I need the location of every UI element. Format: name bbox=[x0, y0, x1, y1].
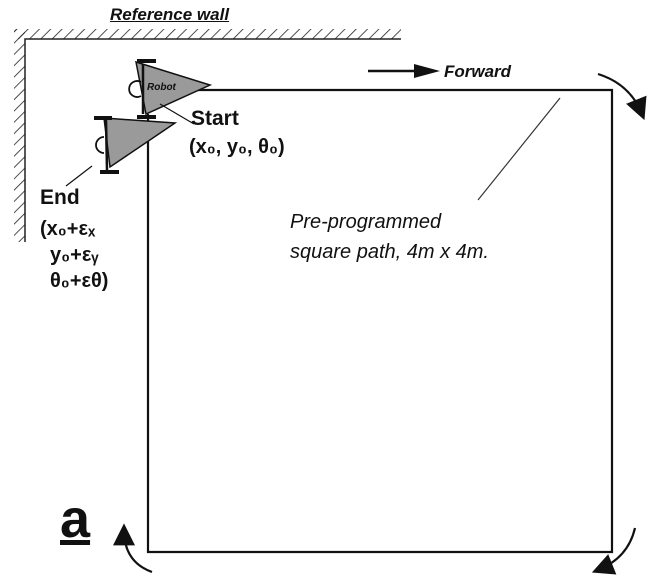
robot-end bbox=[94, 116, 178, 174]
panel-letter: a bbox=[60, 489, 91, 549]
turn-arrow-bottom-left bbox=[113, 523, 153, 574]
path-leader-line bbox=[477, 97, 561, 201]
end-heading: End bbox=[40, 186, 80, 209]
reference-wall-label: Reference wall bbox=[110, 5, 230, 24]
end-coordinate-theta: θ₀+εθ) bbox=[50, 270, 109, 292]
end-leader-line bbox=[65, 165, 93, 187]
robot-start bbox=[128, 59, 213, 119]
forward-arrow bbox=[368, 64, 440, 78]
turn-arrow-top-right bbox=[597, 72, 647, 121]
start-coordinates: (x₀, y₀, θ₀) bbox=[189, 136, 285, 158]
end-coordinate-x: (x₀+εₓ bbox=[40, 218, 96, 240]
path-description-line-2: square path, 4m x 4m. bbox=[290, 241, 489, 263]
reference-wall bbox=[14, 29, 401, 242]
start-leader-line bbox=[159, 103, 195, 125]
forward-label: Forward bbox=[444, 62, 512, 81]
robot-label: Robot bbox=[147, 82, 176, 93]
path-description: Pre-programmed square path, 4m x 4m. bbox=[290, 207, 489, 267]
turn-arrow-bottom-right bbox=[591, 527, 637, 575]
end-coordinate-y: y₀+εᵧ bbox=[50, 244, 99, 266]
path-description-line-1: Pre-programmed bbox=[290, 211, 442, 233]
square-path bbox=[145, 88, 614, 554]
start-heading: Start bbox=[191, 107, 239, 130]
